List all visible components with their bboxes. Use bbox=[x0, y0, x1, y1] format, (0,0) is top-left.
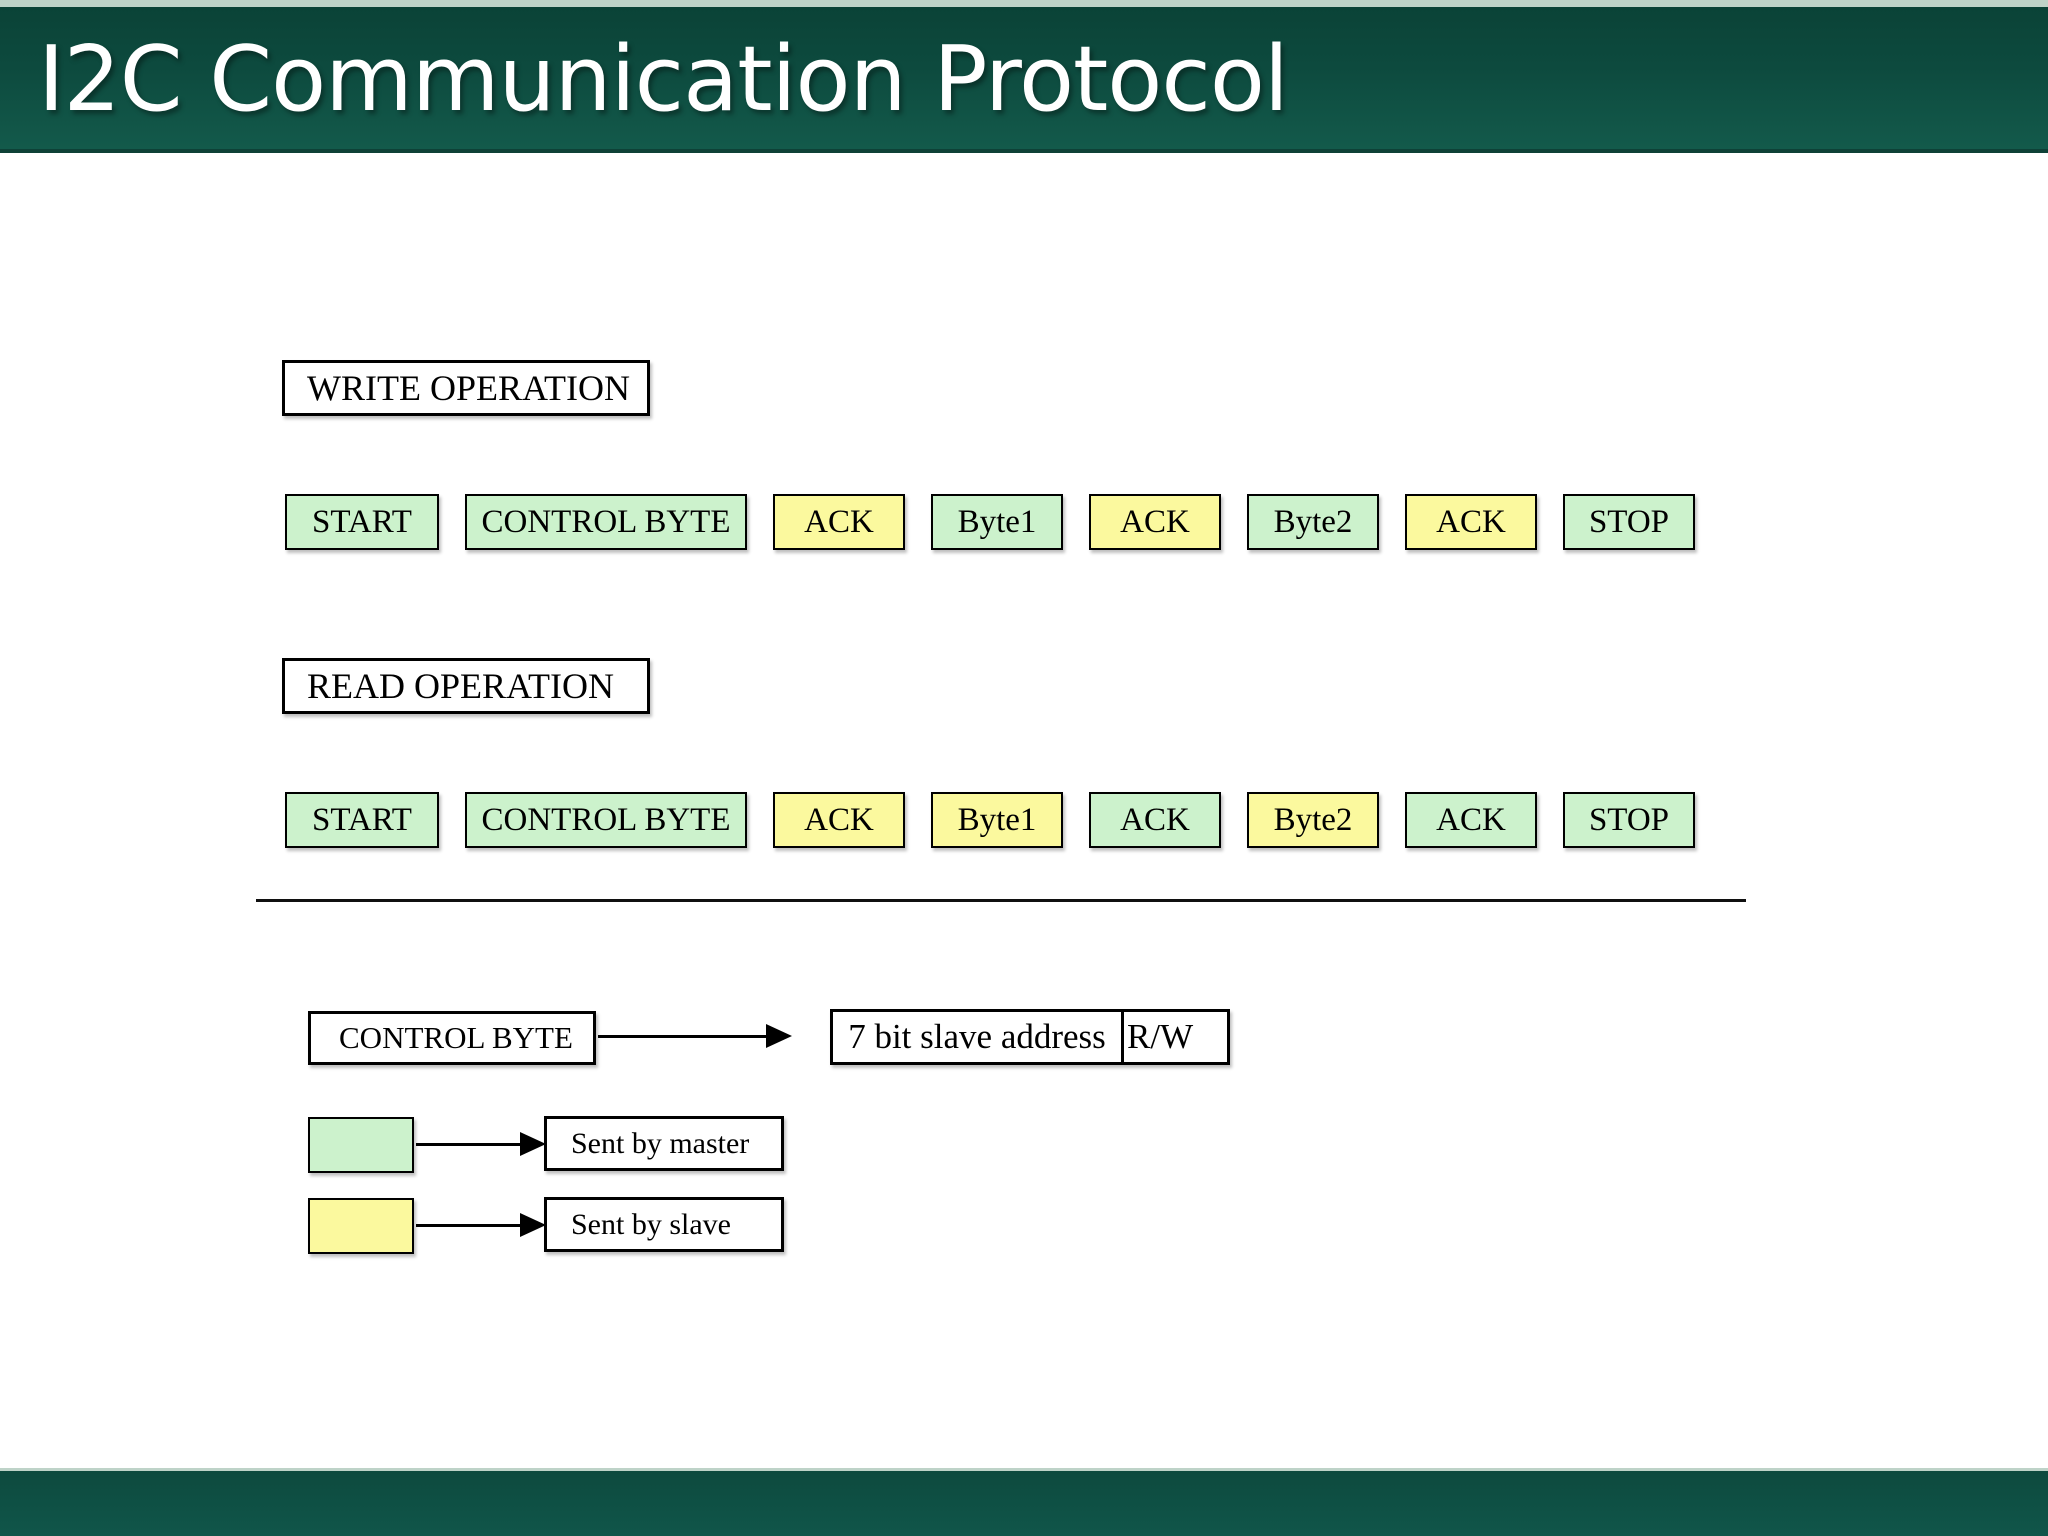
sequence-box-ack: ACK bbox=[1405, 494, 1537, 550]
sequence-box-control-byte: CONTROL BYTE bbox=[465, 792, 747, 848]
control-byte-source-box: CONTROL BYTE bbox=[308, 1011, 596, 1065]
sequence-box-start: START bbox=[285, 494, 439, 550]
rw-cell: R/W bbox=[1127, 1017, 1194, 1056]
legend-slave-label: Sent by slave bbox=[571, 1207, 731, 1241]
legend-master-arrow-head-icon bbox=[520, 1132, 546, 1156]
slave-address-cell: 7 bit slave address bbox=[848, 1017, 1106, 1056]
slide-header: I2C Communication Protocol bbox=[0, 0, 2048, 153]
control-byte-arrow-line bbox=[598, 1035, 768, 1038]
sequence-box-ack: ACK bbox=[773, 792, 905, 848]
sequence-box-byte1: Byte1 bbox=[931, 494, 1063, 550]
header-accent-strip bbox=[0, 0, 2048, 7]
sequence-box-byte2: Byte2 bbox=[1247, 494, 1379, 550]
slide-footer bbox=[0, 1468, 2048, 1536]
legend-slave-arrow-head-icon bbox=[520, 1213, 546, 1237]
read-operation-label: READ OPERATION bbox=[307, 666, 615, 706]
write-operation-label: WRITE OPERATION bbox=[307, 368, 630, 408]
legend-slave-label-box: Sent by slave bbox=[544, 1197, 784, 1252]
legend-master-label: Sent by master bbox=[571, 1126, 750, 1160]
read-sequence-row: START CONTROL BYTE ACK Byte1 ACK Byte2 ACK STOP bbox=[285, 792, 1695, 848]
legend-master-arrow-line bbox=[416, 1143, 522, 1146]
sequence-box-ack: ACK bbox=[773, 494, 905, 550]
control-byte-source-label: CONTROL BYTE bbox=[339, 1020, 573, 1055]
sequence-box-ack: ACK bbox=[1089, 494, 1221, 550]
sequence-box-stop: STOP bbox=[1563, 792, 1695, 848]
address-rw-divider bbox=[1121, 1012, 1124, 1062]
legend-master-label-box: Sent by master bbox=[544, 1116, 784, 1171]
sequence-box-ack: ACK bbox=[1089, 792, 1221, 848]
legend-slave-arrow-line bbox=[416, 1224, 522, 1227]
sequence-box-ack: ACK bbox=[1405, 792, 1537, 848]
slave-address-box: 7 bit slave address R/W bbox=[830, 1009, 1230, 1065]
control-byte-arrow-head-icon bbox=[766, 1024, 792, 1048]
read-operation-label-box: READ OPERATION bbox=[282, 658, 650, 714]
write-operation-label-box: WRITE OPERATION bbox=[282, 360, 650, 416]
legend-master-swatch bbox=[308, 1117, 414, 1173]
sequence-box-stop: STOP bbox=[1563, 494, 1695, 550]
sequence-box-byte2: Byte2 bbox=[1247, 792, 1379, 848]
sequence-box-start: START bbox=[285, 792, 439, 848]
sequence-box-control-byte: CONTROL BYTE bbox=[465, 494, 747, 550]
section-separator-line bbox=[256, 899, 1746, 902]
legend-slave-swatch bbox=[308, 1198, 414, 1254]
write-sequence-row: START CONTROL BYTE ACK Byte1 ACK Byte2 ACK STOP bbox=[285, 494, 1695, 550]
slide-title: I2C Communication Protocol bbox=[38, 27, 1289, 132]
sequence-box-byte1: Byte1 bbox=[931, 792, 1063, 848]
